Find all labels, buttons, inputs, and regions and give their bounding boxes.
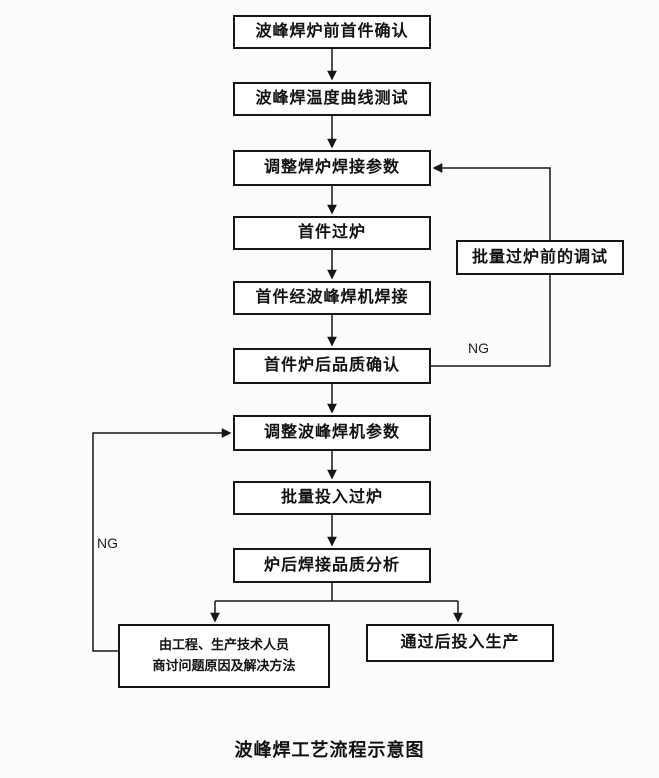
- node-batch-into-furnace: 批量投入过炉: [233, 481, 431, 515]
- ng-label-right: NG: [468, 340, 489, 356]
- discuss-solution-line2: 商讨问题原因及解决方法: [152, 658, 296, 673]
- ng-label-left: NG: [97, 535, 118, 551]
- node-first-piece-wave-soldered: 首件经波峰焊机焊接: [233, 281, 431, 315]
- node-first-piece-through: 首件过炉: [233, 216, 431, 250]
- node-quality-analysis: 炉后焊接品质分析: [233, 548, 431, 583]
- node-debug-before-batch: 批量过炉前的调试: [456, 240, 624, 275]
- node-post-furnace-quality-check: 首件炉后品质确认: [233, 348, 431, 384]
- ng-loop-left: [92, 428, 232, 652]
- node-temperature-curve-test: 波峰焊温度曲线测试: [233, 82, 431, 116]
- node-adjust-machine-params: 调整波峰焊机参数: [233, 415, 431, 451]
- node-into-production: 通过后投入生产: [366, 624, 554, 662]
- discuss-solution-line1: 由工程、生产技术人员: [158, 637, 289, 653]
- node-discuss-solution: 由工程、生产技术人员 商讨问题原因及解决方法: [118, 624, 330, 688]
- diagram-title: 波峰焊工艺流程示意图: [234, 740, 425, 760]
- node-pre-furnace-first-check: 波峰焊炉前首件确认: [233, 15, 431, 49]
- node-adjust-furnace-params: 调整焊炉焊接参数: [233, 150, 431, 186]
